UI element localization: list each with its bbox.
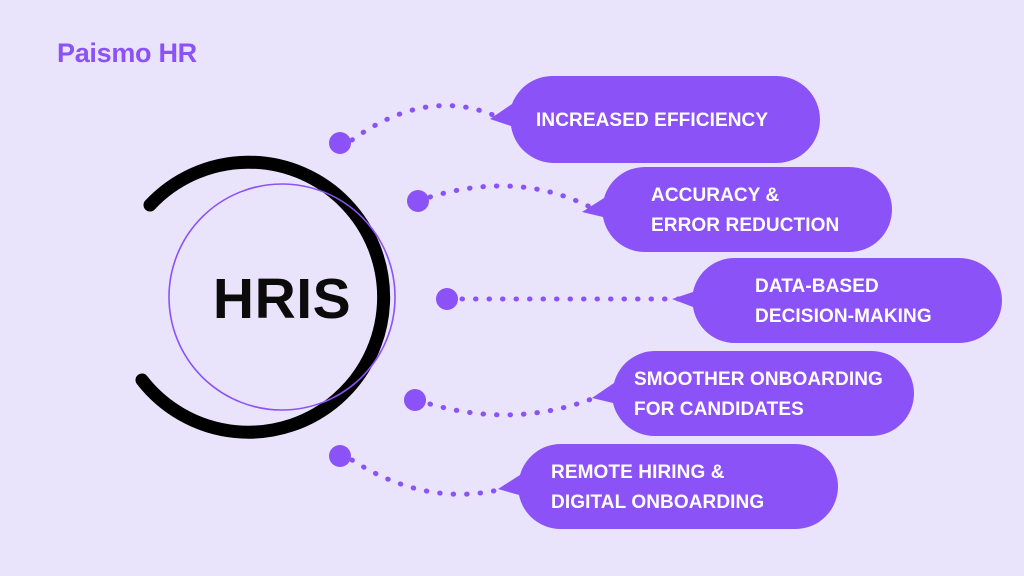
callout-line-5-1: DIGITAL ONBOARDING <box>551 492 764 513</box>
callout-line-3-0: DATA-BASED <box>755 276 879 297</box>
callout-bubble-shape-3[interactable] <box>672 258 1002 343</box>
callout-increased-efficiency[interactable]: INCREASED EFFICIENCY <box>490 75 820 163</box>
callout-line-4-0: SMOOTHER ONBOARDING <box>634 369 883 390</box>
callout-line-5-0: REMOTE HIRING & <box>551 462 725 483</box>
callout-accuracy-error-reduction[interactable]: ACCURACY & ERROR REDUCTION <box>582 167 892 252</box>
callout-bubble-shape-1[interactable] <box>490 75 820 163</box>
callout-bubble-shape-5[interactable] <box>498 444 838 529</box>
connector-line-5 <box>349 457 513 497</box>
callout-line-2-0: ACCURACY & <box>651 185 780 206</box>
hub-node-5[interactable] <box>329 445 351 467</box>
hub-label: HRIS <box>213 267 351 331</box>
hub-outer-arc <box>135 155 391 439</box>
callout-smoother-onboarding[interactable]: SMOOTHER ONBOARDING FOR CANDIDATES <box>592 351 914 437</box>
callout-line-2-1: ERROR REDUCTION <box>651 215 839 236</box>
page-title: Paismo HR <box>57 38 197 68</box>
callout-line-3-1: DECISION-MAKING <box>755 306 932 327</box>
hub-node-2[interactable] <box>407 190 429 212</box>
hub-node-3[interactable] <box>436 288 458 310</box>
hub-inner-ring <box>168 183 396 411</box>
callout-line-4-1: FOR CANDIDATES <box>634 399 804 420</box>
callout-line-1-0: INCREASED EFFICIENCY <box>536 110 768 131</box>
connector-line-1 <box>349 103 505 143</box>
hub-node-4[interactable] <box>404 389 426 411</box>
connector-line-4 <box>427 391 607 418</box>
callout-bubble-shape-2[interactable] <box>582 167 892 252</box>
hub-node-1[interactable] <box>329 132 351 154</box>
callout-data-based-decision-making[interactable]: DATA-BASED DECISION-MAKING <box>672 258 1002 343</box>
connector-line-2 <box>427 183 597 212</box>
callout-remote-hiring-digital-onboarding[interactable]: REMOTE HIRING & DIGITAL ONBOARDING <box>498 444 838 529</box>
hub-group: HRIS <box>135 155 396 439</box>
callout-bubble-shape-4[interactable] <box>592 351 914 437</box>
